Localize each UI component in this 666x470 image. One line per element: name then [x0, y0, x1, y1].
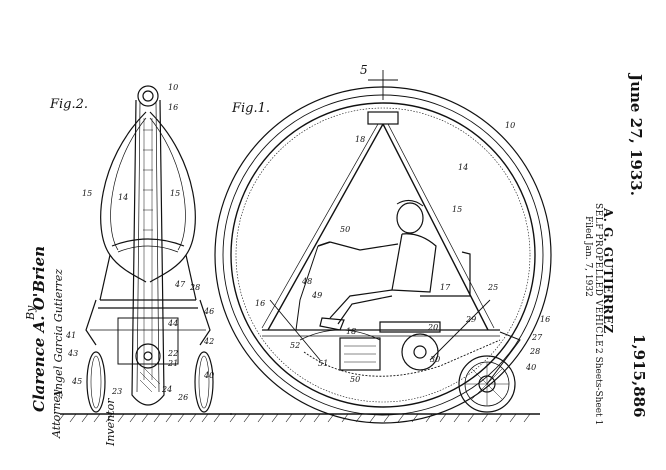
inventor-label: Inventor: [104, 398, 117, 446]
ref-15-fig1: 15: [452, 205, 462, 214]
ref-42-fig2: 42: [203, 337, 214, 346]
ref-17-fig1: 17: [440, 283, 451, 292]
inventor-handwritten-name: Angel Garcia Gutierrez: [52, 268, 65, 398]
filed-date: Filed Jan. 7, 1932: [583, 216, 593, 297]
ref-16-fig1-left: 16: [255, 299, 265, 308]
ref-20-fig2: 21: [167, 359, 178, 368]
ref-49-fig1: 49: [311, 291, 322, 300]
ref-23-fig2: 24: [161, 385, 172, 394]
ref-47-fig2: 47: [174, 280, 186, 289]
ref-18-fig1: 18: [355, 135, 365, 144]
ref-28-fig1: 28: [529, 347, 540, 356]
ref-44-fig2: 44: [167, 319, 178, 328]
fig1-label: Fig.1.: [231, 101, 270, 116]
attorney-label: Attorney: [50, 389, 63, 438]
ref-41-fig2: 41: [65, 331, 76, 340]
ref-24-fig1: 25: [487, 283, 498, 292]
figure-2-front-view: [57, 85, 232, 423]
ref-46-fig2: 46: [203, 307, 214, 316]
ref-14-fig1: 14: [458, 163, 468, 172]
ref-18-fig1-low: 18: [346, 327, 356, 336]
ref-21-fig2: 22: [167, 349, 178, 358]
ref-25-fig2: 26: [177, 393, 188, 402]
ref-51-fig1: 51: [318, 359, 328, 368]
ref-10-fig1: 10: [505, 121, 515, 130]
ref-48-fig1: 48: [301, 277, 312, 286]
figure-1-side-view: [214, 70, 552, 424]
ref-50-fig1: 50: [340, 225, 350, 234]
ref-10-fig2: 10: [168, 83, 178, 92]
inventor-name: A. G. GUTIERREZ: [601, 208, 615, 334]
ref-50-fig1-low: 50: [350, 375, 360, 384]
ref-52-fig1: 52: [290, 341, 300, 350]
ref-45-fig2: 45: [71, 377, 82, 386]
patent-number: 1,915,886: [630, 334, 648, 418]
ref-22-fig2: 23: [111, 387, 122, 396]
reference-numerals: 10 16 14 15 15 47 28 44 46 41 42 43 22 2…: [65, 83, 550, 402]
ref-40-fig1: 40: [525, 363, 536, 372]
ref-27-fig2: 28: [189, 283, 200, 292]
patent-date: June 27, 1933.: [627, 74, 645, 196]
section-mark: 5: [360, 63, 368, 77]
ref-26-fig1: 27: [531, 333, 543, 342]
ref-29-fig1: 29: [465, 315, 476, 324]
ref-16-fig1-right: 16: [540, 315, 550, 324]
figure-labels: Fig.2. Fig.1. 5: [49, 63, 368, 116]
ref-43-fig2: 43: [67, 349, 78, 358]
sheets-label: 2 Sheets-Sheet 1: [593, 348, 603, 426]
ref-16-fig2: 16: [168, 103, 178, 112]
ref-15-fig2-left: 15: [82, 189, 92, 198]
ref-30-fig1: 30: [430, 355, 440, 364]
patent-title: SELF PROPELLED VEHICLE: [593, 203, 603, 348]
attorney-signature: Clarence A. O'Brien: [30, 245, 48, 412]
ref-40-fig2: 40: [203, 371, 214, 380]
ref-15-fig2-right: 15: [170, 189, 180, 198]
fig2-label: Fig.2.: [49, 97, 88, 112]
ref-14-fig2: 14: [118, 193, 128, 202]
ref-19-fig1: 20: [427, 323, 438, 332]
